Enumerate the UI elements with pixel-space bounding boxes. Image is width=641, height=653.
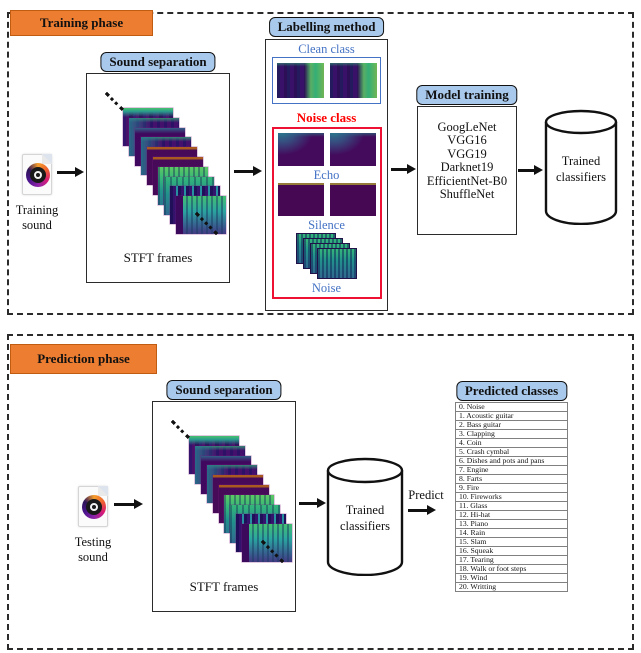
stft-frames-box: STFT frames xyxy=(152,401,296,612)
silence-spectrogram xyxy=(329,182,376,216)
sound-separation-title: Sound separation xyxy=(166,380,282,400)
model-name: Darknet19 xyxy=(440,160,494,175)
audio-file-icon xyxy=(22,154,52,195)
clean-spectrogram xyxy=(276,62,324,98)
cylinder-icon xyxy=(326,457,404,577)
echo-spectrogram xyxy=(329,132,376,166)
silence-spectrogram xyxy=(277,182,324,216)
training-sound-label: Training sound xyxy=(15,203,59,232)
stft-frame-tile xyxy=(242,524,293,563)
model-training-title: Model training xyxy=(416,85,518,105)
audio-disc-icon xyxy=(82,495,106,519)
cylinder-icon xyxy=(544,109,618,226)
model-name: VGG16 xyxy=(447,133,487,148)
trained-classifiers-label: Trained classifiers xyxy=(556,154,606,185)
clean-class-frame xyxy=(272,56,381,104)
sound-separation-title: Sound separation xyxy=(100,52,216,72)
silence-label: Silence xyxy=(308,217,345,232)
noise-class-label: Noise class xyxy=(296,109,357,125)
echo-spectrogram xyxy=(277,132,324,166)
predicted-classes-title: Predicted classes xyxy=(455,381,568,401)
predict-label: Predict xyxy=(408,488,444,502)
clean-class-label: Clean class xyxy=(298,41,355,56)
model-name: GoogLeNet xyxy=(437,120,497,134)
stft-cascade xyxy=(153,402,295,611)
labelling-method-title: Labelling method xyxy=(268,17,385,37)
noise-class-frame: Echo Silence Noise xyxy=(271,126,382,299)
stft-cascade xyxy=(87,74,229,282)
audio-disc-icon xyxy=(26,163,50,187)
noise-spectrogram-stack xyxy=(295,232,358,281)
predicted-class-row: 20. Writting xyxy=(455,582,568,592)
training-phase-container xyxy=(7,12,634,315)
audio-file-icon xyxy=(78,486,108,527)
model-name: VGG19 xyxy=(447,146,487,161)
echo-label: Echo xyxy=(313,167,340,182)
arrow-to-trained-classifiers xyxy=(299,502,317,505)
stft-frames-caption: STFT frames xyxy=(123,250,193,265)
labelling-method-module: Labelling method Clean class Noise class… xyxy=(265,17,388,311)
labelling-method-box: Clean class Noise class Echo Silence xyxy=(265,38,388,311)
trained-classifiers-label: Trained classifiers xyxy=(340,503,390,534)
stft-frames-box: STFT frames xyxy=(86,73,230,283)
clean-spectrogram xyxy=(329,62,377,98)
prediction-phase-label: Prediction phase xyxy=(10,344,157,374)
model-name: EfficientNet-B0 xyxy=(426,173,508,188)
prediction-phase-container xyxy=(7,334,634,650)
stft-frames-caption: STFT frames xyxy=(189,579,259,594)
stft-frame-tile xyxy=(176,196,227,235)
noise-label: Noise xyxy=(311,280,342,295)
sound-separation-prediction: Sound separation STFT frames xyxy=(152,380,296,612)
testing-sound-label: Testing sound xyxy=(74,535,112,564)
arrow-predict xyxy=(408,509,427,512)
model-name: ShuffleNet xyxy=(439,187,495,202)
noise-spectrogram xyxy=(316,247,357,279)
arrow-testing-input xyxy=(114,503,134,506)
sound-separation-training: Sound separation STFT frames xyxy=(86,52,230,283)
arrow-to-labelling xyxy=(234,170,253,173)
trained-classifiers-cylinder: Trained classifiers xyxy=(326,457,404,577)
arrow-training-input xyxy=(57,171,75,174)
arrow-to-model-training xyxy=(391,168,407,171)
training-phase-label: Training phase xyxy=(10,10,153,36)
arrow-to-classifiers xyxy=(518,169,534,172)
trained-classifiers-cylinder: Trained classifiers xyxy=(544,109,618,226)
